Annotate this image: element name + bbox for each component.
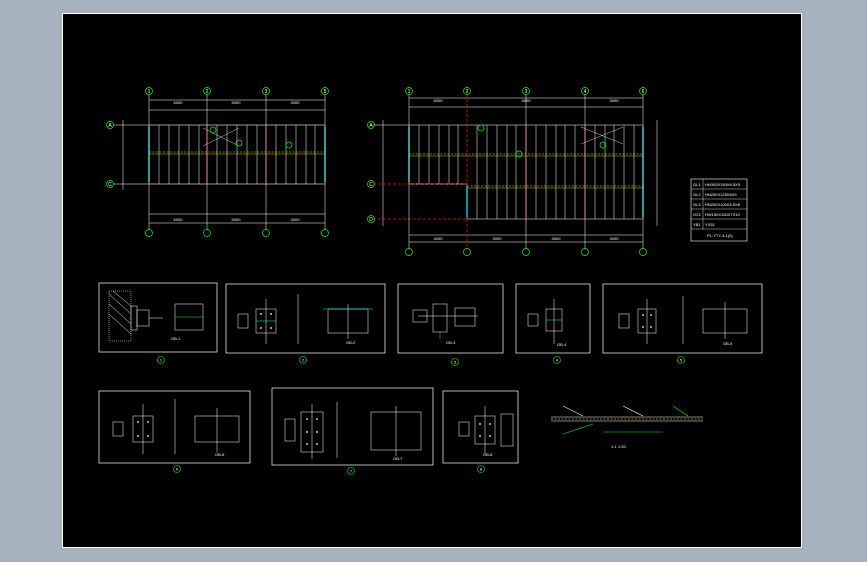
legend-code: GL3: [693, 202, 701, 207]
plan-left-axis-top: 5: [324, 89, 327, 95]
plan-left-dim-top: 6000: [174, 100, 184, 105]
drawing-sheet: 1 2 3 5 A C 6000 5000 3000 6000 5000 300…: [62, 13, 802, 548]
plan-right-dim-bottom: 3000: [610, 236, 620, 241]
legend-spec: HW150X150X7X10: [705, 212, 740, 217]
plan-right-axis-top: 3: [525, 89, 528, 95]
detail-number: 4: [556, 358, 559, 363]
detail-label: GB-3: [446, 340, 456, 345]
plan-left-dim-bottom: 3000: [291, 217, 301, 222]
section-caption: 1-1 1:20: [611, 444, 626, 449]
legend-spec: HN200X100X5.5X8: [705, 202, 741, 207]
cad-drawing-canvas: 1 2 3 5 A C 6000 5000 3000 6000 5000 300…: [98, 87, 763, 475]
plan-right-axis-top: 1: [408, 89, 411, 95]
plan-right-axis-left: C: [369, 182, 373, 188]
detail-label: GB-1: [171, 336, 181, 341]
detail-number: 3: [454, 360, 457, 365]
detail-4: [527, 299, 563, 344]
detail-number: 1: [160, 358, 163, 363]
plan-right-axis-top: 2: [466, 89, 469, 95]
legend-code: GL2: [693, 192, 701, 197]
legend-code: GZ1: [693, 212, 702, 217]
plan-left: [113, 94, 326, 230]
plan-right-dim-bottom: 4000: [552, 236, 562, 241]
legend-code: YB1: [693, 222, 701, 227]
plan-left-dim-bottom: 5000: [232, 217, 242, 222]
detail-number: 8: [480, 467, 483, 472]
plan-right-dim-bottom: 3000: [493, 236, 503, 241]
plan-right-dim-top: 4000: [522, 98, 532, 103]
plan-left-axis-left: A: [108, 123, 112, 129]
plan-left-axis-top: 1: [148, 89, 151, 95]
detail-8: [458, 406, 514, 454]
detail-label: GB-5: [723, 341, 733, 346]
detail-1: [108, 290, 204, 342]
detail-frames: [98, 282, 763, 466]
detail-label: GB-7: [393, 456, 403, 461]
detail-number: 5: [680, 358, 683, 363]
detail-number: 2: [302, 358, 305, 363]
member-legend-table: GL1 HN300X150X6.5X9 GL2 HN250X125X6X9 GL…: [690, 178, 748, 242]
legend-spec: YX51: [705, 222, 716, 227]
detail-7: [284, 402, 422, 459]
legend-footer: PL-YTY-4-1(0): [707, 233, 733, 238]
plan-left-dim-top: 3000: [291, 100, 301, 105]
plan-left-axis-top: 2: [206, 89, 209, 95]
detail-number: 6: [176, 467, 179, 472]
detail-number: 7: [350, 469, 353, 474]
plan-right-axis-left: A: [369, 123, 373, 129]
plan-right-axis-bubbles: [367, 87, 647, 256]
detail-label: GB-8: [483, 452, 493, 457]
plan-left-axis-top: 3: [265, 89, 268, 95]
legend-code: GL1: [693, 182, 701, 187]
plan-right-labels: 1 2 3 4 6 A C D 6000 4000 3000 4000 3000…: [369, 89, 644, 241]
plan-left-labels: 1 2 3 5 A C 6000 5000 3000 6000 5000 300…: [108, 89, 326, 222]
plan-left-dim-top: 5000: [232, 100, 242, 105]
plan-right-axis-left: D: [369, 217, 373, 223]
detail-label: GB-4: [557, 342, 567, 347]
detail-numbers: 1 2 3 4 5 6 7 8: [160, 358, 683, 474]
detail-number-bubbles: [157, 356, 685, 475]
plan-right-axis-top: 6: [642, 89, 645, 95]
plan-right: [373, 94, 658, 249]
bolt-dots: [137, 313, 652, 445]
plan-left-dim-bottom: 6000: [174, 217, 184, 222]
plan-right-dim-top: 3000: [610, 98, 620, 103]
legend-spec: HN300X150X6.5X9: [705, 182, 741, 187]
plan-right-dim-bottom: 4000: [434, 236, 444, 241]
detail-5: [618, 296, 748, 344]
detail-label: GB-2: [346, 340, 356, 345]
plan-left-axis-bubbles: [106, 87, 329, 237]
detail-3: [412, 303, 478, 339]
legend-spec: HN250X125X6X9: [705, 192, 737, 197]
detail-labels: GB-1 GB-2 GB-3 GB-4 GB-5 GB-6 GB-7 GB-8: [171, 336, 733, 461]
detail-label: GB-6: [215, 452, 225, 457]
plan-left-axis-left: C: [108, 182, 112, 188]
plan-right-axis-top: 4: [584, 89, 587, 95]
detail-6: [112, 399, 240, 454]
section-1-1: [551, 405, 703, 435]
plan-right-dim-top: 6000: [434, 98, 444, 103]
detail-2: [237, 294, 373, 344]
